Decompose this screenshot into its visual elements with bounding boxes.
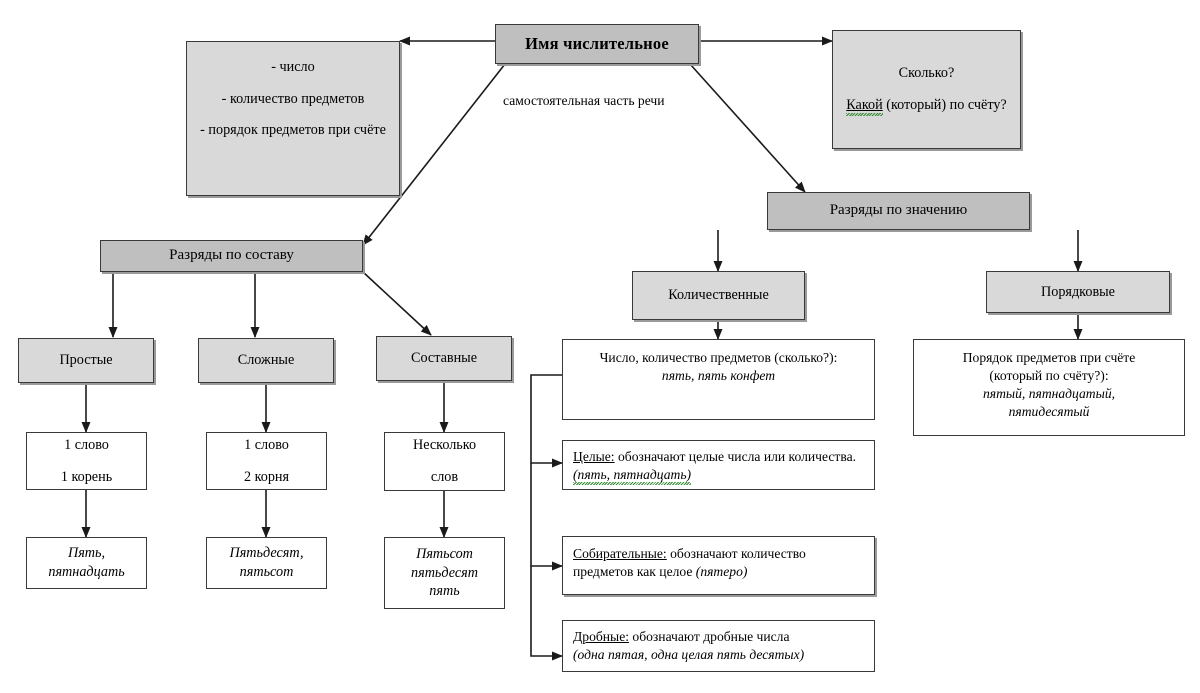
prostye-label: Простые <box>59 352 113 369</box>
node-quantitative[interactable]: Количественные <box>632 271 805 320</box>
prostye-example-line-1: Пять, <box>67 545 106 562</box>
node-slozhnye-example[interactable]: Пятьдесят, пятьсот <box>206 537 327 589</box>
node-ordinal[interactable]: Порядковые <box>986 271 1170 313</box>
node-title[interactable]: Имя числительное <box>495 24 699 64</box>
node-slozhnye-detail[interactable]: 1 слово 2 корня <box>206 432 327 490</box>
slozhnye-example-line-1: Пятьдесят, <box>229 545 304 562</box>
drobnye-term: Дробные: <box>573 629 630 644</box>
node-composition-header[interactable]: Разряды по составу <box>100 240 363 272</box>
node-questions[interactable]: Сколько? Какой (который) по счёту? <box>832 30 1021 149</box>
node-subtype-drobnye[interactable]: Дробные: обозначают дробные числа (одна … <box>562 620 875 672</box>
node-meaning-header[interactable]: Разряды по значению <box>767 192 1030 230</box>
sostavnye-example-line-3: пять <box>429 583 460 600</box>
tselye-term: Целые: <box>573 449 615 464</box>
sostavnye-detail-line-1: Несколько <box>412 437 477 454</box>
sostavnye-example-line-2: пятьдесят <box>411 564 478 581</box>
tselye-text: обозначают целые числа или количества. <box>614 449 856 464</box>
node-quantitative-definition[interactable]: Число, количество предметов (сколько?): … <box>562 339 875 420</box>
node-sostavnye-detail[interactable]: Несколько слов <box>384 432 505 491</box>
node-meaning-list[interactable]: - число - количество предметов - порядок… <box>186 41 400 196</box>
ordinal-definition-line-2: (который по счёту?): <box>989 367 1109 383</box>
sobiratelnye-term: Собирательные: <box>573 546 667 561</box>
drobnye-example: (одна пятая, одна целая пять десятых) <box>573 646 805 662</box>
wire-composition-to-sostavnye <box>362 271 432 336</box>
wire-bracket-to-drobnye <box>530 566 563 661</box>
quantitative-definition-example: пять, пять конфет <box>661 367 776 383</box>
question-line-2: Какой (который) по счёту? <box>840 96 1013 116</box>
quantitative-label: Количественные <box>668 287 769 304</box>
meaning-header-label: Разряды по значению <box>829 202 968 219</box>
node-sostavnye-example[interactable]: Пятьсот пятьдесят пять <box>384 537 505 609</box>
slozhnye-example-line-2: пятьсот <box>239 564 294 580</box>
wire-title-to-meaning-branch <box>689 63 806 193</box>
wire-bracket-to-tselye <box>530 374 563 468</box>
prostye-detail-line-1: 1 слово <box>64 436 109 453</box>
ordinal-definition-line-1: Порядок предметов при счёте <box>962 350 1136 365</box>
prostye-example-line-2: пятнадцать <box>48 564 125 580</box>
node-subtype-tselye[interactable]: Целые: обозначают целые числа или количе… <box>562 440 875 490</box>
node-slozhnye[interactable]: Сложные <box>198 338 334 383</box>
sobiratelnye-text: обозначают количество предметов как цело… <box>573 546 806 579</box>
wire-bracket-to-sobiratelnye <box>530 463 563 571</box>
sobiratelnye-example: (пятеро) <box>692 563 748 579</box>
ordinal-example-line-1: пятый, пятнадцатый, <box>982 385 1116 401</box>
quantitative-definition-line-1: Число, количество предметов (сколько?): <box>599 350 838 365</box>
node-title-label: Имя числительное <box>525 34 669 54</box>
prostye-detail-line-2: 1 корень <box>60 468 113 485</box>
node-prostye-detail[interactable]: 1 слово 1 корень <box>26 432 147 490</box>
node-sostavnye[interactable]: Составные <box>376 336 512 381</box>
subtitle-label: самостоятельная часть речи <box>503 93 665 108</box>
sostavnye-detail-line-2: слов <box>430 469 459 485</box>
meaning-line-2: - количество предметов <box>221 90 365 107</box>
node-ordinal-definition[interactable]: Порядок предметов при счёте (который по … <box>913 339 1185 436</box>
question-word-underlined: Какой <box>846 97 884 116</box>
question-line-2-rest: (который) по счёту? <box>882 97 1007 113</box>
slozhnye-detail-line-1: 1 слово <box>244 436 289 453</box>
drobnye-text: обозначают дробные числа <box>629 629 790 644</box>
sostavnye-example-line-1: Пятьсот <box>416 545 473 562</box>
meaning-line-3: - порядок предметов при счёте <box>200 122 386 139</box>
slozhnye-label: Сложные <box>237 352 295 369</box>
node-subtype-sobiratelnye[interactable]: Собирательные: обозначают количество пре… <box>562 536 875 595</box>
ordinal-example-line-2: пятидесятый <box>1008 403 1090 419</box>
meaning-line-1: - число <box>271 59 315 75</box>
composition-header-label: Разряды по составу <box>169 247 294 264</box>
sostavnye-label: Составные <box>411 350 477 367</box>
ordinal-label: Порядковые <box>1041 283 1115 300</box>
node-prostye-example[interactable]: Пять, пятнадцать <box>26 537 147 589</box>
tselye-example: (пять, пятнадцать) <box>573 466 692 485</box>
question-line-1: Сколько? <box>898 65 955 82</box>
node-prostye[interactable]: Простые <box>18 338 154 383</box>
slozhnye-detail-line-2: 2 корня <box>243 468 290 485</box>
